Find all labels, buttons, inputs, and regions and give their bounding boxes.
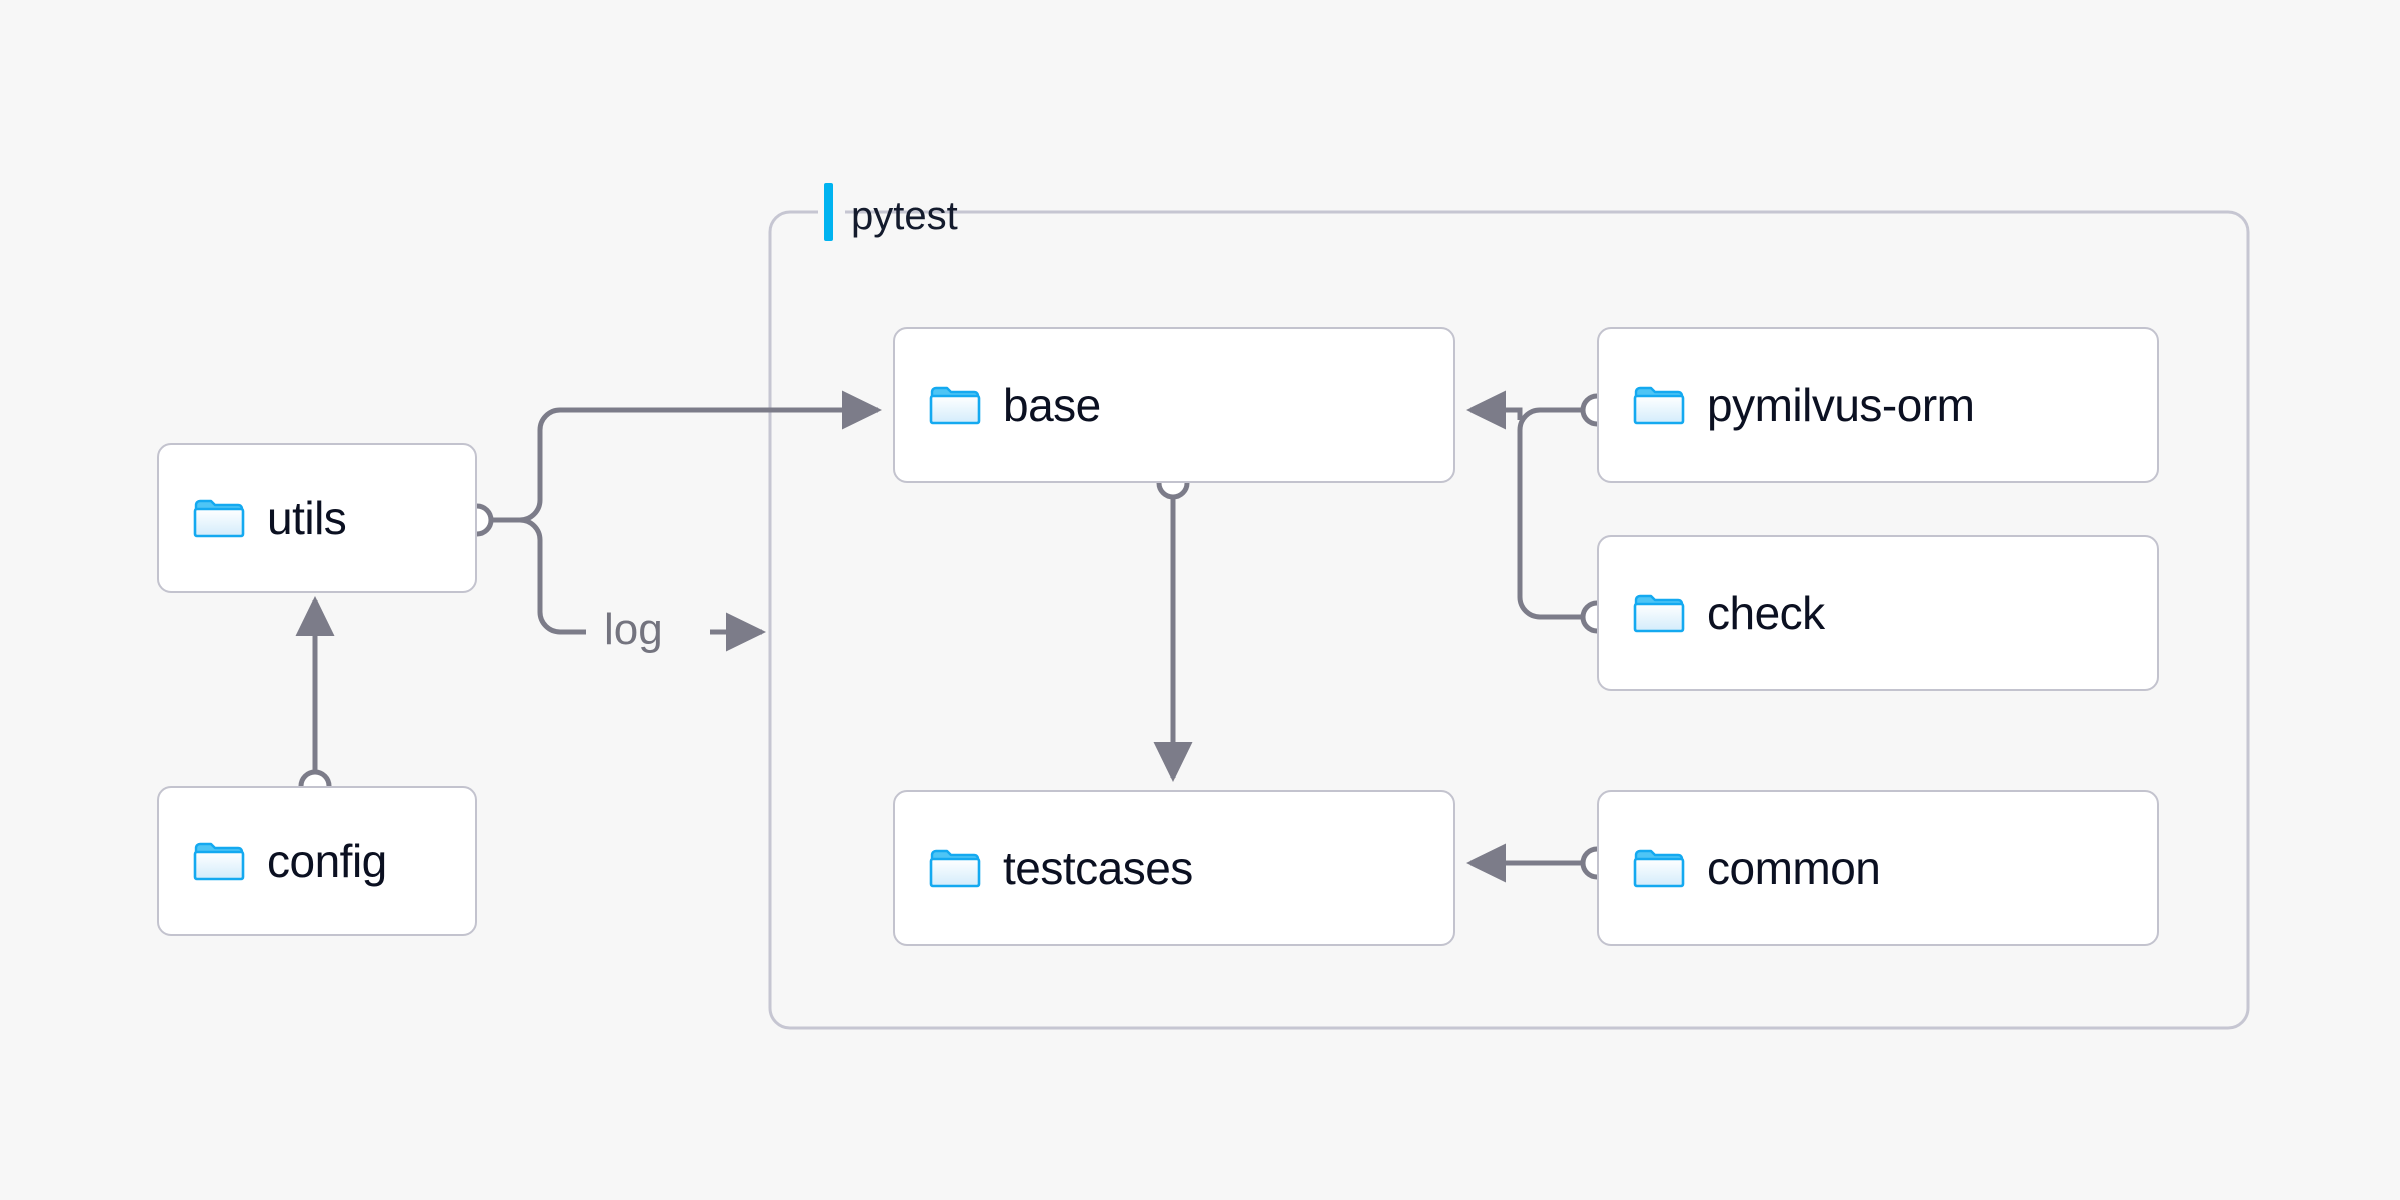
edge-common-to-testcases	[1465, 843, 1614, 883]
node-label-utils: utils	[267, 492, 347, 544]
folder-icon	[1633, 849, 1685, 888]
edge-pymilvus-orm-to-base	[1465, 390, 1614, 634]
folder-icon	[929, 849, 981, 888]
folder-icon	[1633, 386, 1685, 425]
node-pymilvus-orm[interactable]: pymilvus-orm	[1597, 327, 2159, 483]
node-check[interactable]: check	[1597, 535, 2159, 691]
node-label-testcases: testcases	[1003, 842, 1193, 894]
node-label-base: base	[1003, 379, 1101, 431]
group-border-pytest	[768, 210, 2250, 1030]
edge-label-log: log	[604, 605, 663, 654]
node-label-pymilvus-orm: pymilvus-orm	[1707, 379, 1975, 431]
node-utils[interactable]: utils	[157, 443, 477, 593]
node-label-common: common	[1707, 842, 1881, 894]
folder-icon	[193, 499, 245, 538]
node-base[interactable]: base	[893, 327, 1455, 483]
group-title-pytest: pytest	[851, 194, 958, 238]
node-common[interactable]: common	[1597, 790, 2159, 946]
edge-base-to-testcases	[1153, 466, 1193, 783]
group-accent-bar	[824, 183, 833, 241]
node-label-config: config	[267, 835, 387, 887]
folder-icon	[193, 842, 245, 881]
node-testcases[interactable]: testcases	[893, 790, 1455, 946]
node-config[interactable]: config	[157, 786, 477, 936]
edge-utils-to-base	[492, 390, 883, 523]
folder-icon	[1633, 594, 1685, 633]
node-label-check: check	[1707, 587, 1825, 639]
edge-config-to-utils	[295, 595, 335, 803]
folder-icon	[929, 386, 981, 425]
